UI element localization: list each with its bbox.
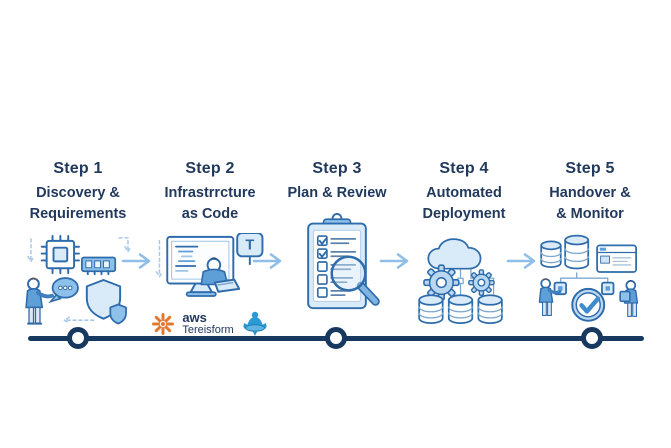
step-3-label: Step 3 [312,160,362,177]
step-arrow-icon [506,253,536,269]
step-4-column: Step 4 Automated Deployment [399,160,529,332]
tool-logos: aws Tereisform [145,310,275,337]
module-box-glyph [558,286,563,291]
gear-large-icon [423,264,460,301]
dashed-arrow-icon [118,237,132,254]
step-2-label: Step 2 [185,160,235,177]
timeline-node [67,327,89,349]
terraform-label: Tereisform [182,323,234,336]
clipboard-checklist-icon [307,212,367,310]
magnifier-icon [330,255,380,306]
step-1-label: Step 1 [53,160,103,177]
step-3-title-line1: Plan & Review [287,185,387,201]
discovery-illustration [25,234,132,325]
step-arrow-icon [121,253,151,269]
step-1-column: Step 1 Discovery & Requirements [13,160,143,334]
badge-letter: T [245,238,254,254]
dashed-arrow-icon [27,238,35,263]
step-4-title-line2: Deployment [422,206,506,222]
tool-logo-text: aws Tereisform [182,311,233,337]
person-icon [538,278,562,317]
shield-icon [85,279,127,325]
step-5-column: Step 5 Handover & & Monitor [525,160,655,332]
check-circle-icon [571,287,606,322]
handover-monitor-illustration [538,234,639,322]
aws-logo-icon [152,312,175,335]
step-5-title-line2: & Monitor [556,206,624,222]
terraform-badge-icon: T [236,232,264,266]
connector-lines [560,272,609,284]
step-5-title-line1: Handover & [549,185,631,201]
developer-laptop-icon [200,257,241,293]
speech-bubble-icon [48,277,79,304]
hair [28,277,39,282]
infrastructure-as-code-illustration: T [155,232,264,297]
step-4-label: Step 4 [439,160,489,177]
module-box-glyph [605,286,610,291]
step-3-column: Step 3 Plan & Review [272,160,402,317]
step-arrow-icon [252,253,282,269]
checklist-rows [316,235,357,298]
database-icon [418,294,444,324]
step-arrow-icon [379,253,409,269]
database-icon [447,294,474,324]
aws-label: aws [182,309,207,325]
step-4-title-line1: Automated [426,185,502,201]
step-2-title-line2: as Code [181,206,239,222]
dashed-arrow-icon [155,239,164,279]
person-icon [619,280,639,317]
ram-module-icon [81,256,117,276]
timeline-node [325,327,347,349]
cloud-icon [427,238,482,270]
hair [208,257,220,263]
automated-deployment-illustration [418,238,503,324]
bell-logo-icon [243,311,267,336]
browser-card-icon [596,244,637,273]
database-icon [564,234,590,270]
person-icon [25,277,54,325]
step-2-column: Step 2 Infrastrrcture as Code T [145,160,275,337]
step-1-title-line1: Discovery & [36,185,120,201]
timeline-node [581,327,603,349]
database-icon [477,294,503,324]
database-icon [540,240,562,269]
plan-review-illustration [307,212,380,310]
step-5-label: Step 5 [565,160,615,177]
dashed-arrow-icon [62,316,95,324]
cpu-chip-icon [40,234,80,275]
step-1-title-line2: Requirements [29,206,127,222]
step-2-title-line1: Infrastrrcture [164,185,256,201]
gear-small-icon [468,269,495,296]
